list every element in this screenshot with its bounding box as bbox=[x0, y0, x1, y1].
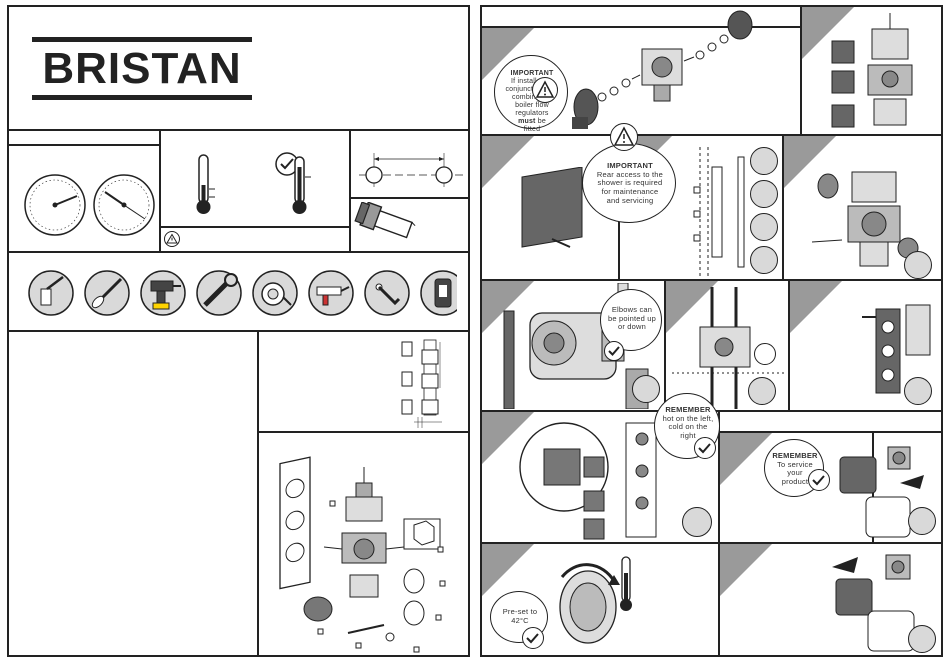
stud-wall-diagram bbox=[693, 147, 745, 277]
warning-icon bbox=[164, 231, 180, 247]
screwdriver-bit-icon bbox=[28, 270, 74, 316]
exploded-view-diagram bbox=[279, 456, 446, 653]
goggles-tool-icon bbox=[750, 213, 778, 241]
tools-row bbox=[27, 269, 466, 317]
valve-fitting-diagram bbox=[812, 171, 919, 267]
left-page: BRISTAN bbox=[7, 5, 470, 657]
gauge-high-icon bbox=[93, 174, 155, 236]
check-icon bbox=[754, 343, 776, 365]
wrench-tool-icon bbox=[632, 375, 660, 403]
faceplate-fitting-diagram bbox=[862, 304, 931, 394]
screwdriver-tool-icon bbox=[904, 251, 932, 279]
warning-icon bbox=[532, 77, 558, 103]
check-icon bbox=[604, 341, 624, 361]
pipework-diagram bbox=[672, 287, 787, 409]
pencil-tool-icon bbox=[750, 180, 778, 208]
wrench-tool-icon bbox=[748, 377, 776, 405]
hex-key-tool-icon bbox=[908, 507, 936, 535]
compression-fitting-icon bbox=[354, 202, 416, 239]
pressure-gauge-icons bbox=[24, 174, 155, 236]
temperature-icons bbox=[196, 152, 311, 214]
ptfe-tape-icon bbox=[252, 270, 298, 316]
dimensions-diagram bbox=[401, 339, 442, 428]
spirit-level-icon bbox=[420, 270, 466, 316]
handle-assembly-diagram bbox=[519, 422, 657, 540]
brand-name: BRISTAN bbox=[42, 44, 242, 93]
silicone-gun-icon bbox=[308, 270, 354, 316]
level-tool-icon bbox=[750, 246, 778, 274]
wall-panel-diagram bbox=[521, 167, 583, 248]
check-icon bbox=[694, 437, 716, 459]
check-icon bbox=[522, 627, 544, 649]
warning-icon bbox=[610, 123, 638, 151]
gauge-low-icon bbox=[24, 174, 86, 236]
screwdriver-tool-icon bbox=[904, 377, 932, 405]
pipe-centres-diagram bbox=[359, 153, 464, 187]
hex-key-tool-icon bbox=[682, 507, 712, 537]
isolation-valves-diagram bbox=[831, 13, 913, 128]
thermometer-high-icon bbox=[292, 156, 311, 214]
valve-body-icon bbox=[323, 467, 405, 598]
screwdriver-icon bbox=[84, 270, 130, 316]
hex-key-tool-icon bbox=[908, 625, 936, 653]
check-badge-icon bbox=[275, 152, 299, 176]
brand-logo: BRISTAN bbox=[32, 37, 252, 101]
handle-removal-diagram bbox=[839, 456, 924, 538]
adjustable-wrench-icon bbox=[196, 270, 242, 316]
right-page: IMPORTANT If installed in conjunction wi… bbox=[480, 5, 943, 657]
important-access-bubble: IMPORTANT Rear access to the shower is r… bbox=[582, 143, 676, 223]
valve-assembly-diagram bbox=[572, 10, 753, 129]
elbows-bubble: Elbows can be pointed up or down bbox=[600, 289, 662, 351]
drill-tool-icon bbox=[750, 147, 778, 175]
check-icon bbox=[808, 469, 830, 491]
handle-refit-diagram bbox=[832, 554, 915, 652]
cartridge-icon bbox=[887, 446, 911, 470]
power-drill-icon bbox=[140, 270, 186, 316]
temperature-dial-diagram bbox=[559, 556, 632, 644]
thermometer-low-icon bbox=[196, 154, 215, 214]
hex-key-icon bbox=[364, 270, 410, 316]
